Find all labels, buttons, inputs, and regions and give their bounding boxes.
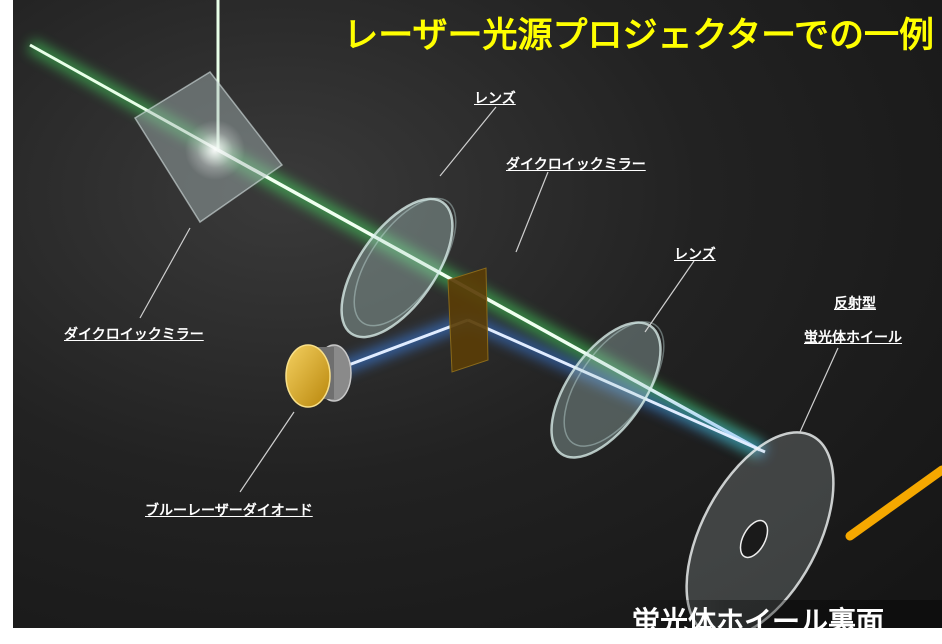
leader-dichroic-center xyxy=(515,171,549,253)
frame-left xyxy=(0,0,13,644)
frame-bottom xyxy=(0,628,942,644)
lens-top xyxy=(340,197,457,339)
blue-beam-in xyxy=(329,318,469,374)
green-beam-main xyxy=(217,148,761,452)
label-laser-diode: ブルーレーザーダイオード xyxy=(145,503,313,519)
wheel-hub xyxy=(739,519,769,559)
label-lens-top: レンズ xyxy=(474,91,516,107)
blue-laser-diode xyxy=(285,344,352,408)
dichroic-mirror-left xyxy=(133,71,284,224)
leader-lens-top xyxy=(439,106,497,177)
blue-beam-out xyxy=(467,318,766,454)
dichroic-mirror-center xyxy=(447,267,489,373)
label-lens-right: レンズ xyxy=(674,247,716,263)
leader-dichroic-left xyxy=(139,227,191,319)
blue-beam-group xyxy=(327,313,768,459)
diagram-title: レーザー光源プロジェクターでの一例 xyxy=(343,16,934,56)
leader-lens-right xyxy=(644,260,695,333)
leader-wheel xyxy=(799,347,839,433)
leader-laser-diode xyxy=(239,411,295,493)
green-beam-upper-left xyxy=(29,43,219,152)
lens-right xyxy=(550,321,665,459)
label-wheel-type: 反射型 xyxy=(834,296,876,312)
label-dichroic-left: ダイクロイックミラー xyxy=(64,327,204,343)
leader-lines xyxy=(139,106,839,493)
pointer-arrow xyxy=(845,465,942,541)
label-wheel-name: 蛍光体ホイール xyxy=(804,330,902,346)
label-dichroic-center: ダイクロイックミラー xyxy=(506,157,646,173)
reflection-flare xyxy=(185,120,245,180)
